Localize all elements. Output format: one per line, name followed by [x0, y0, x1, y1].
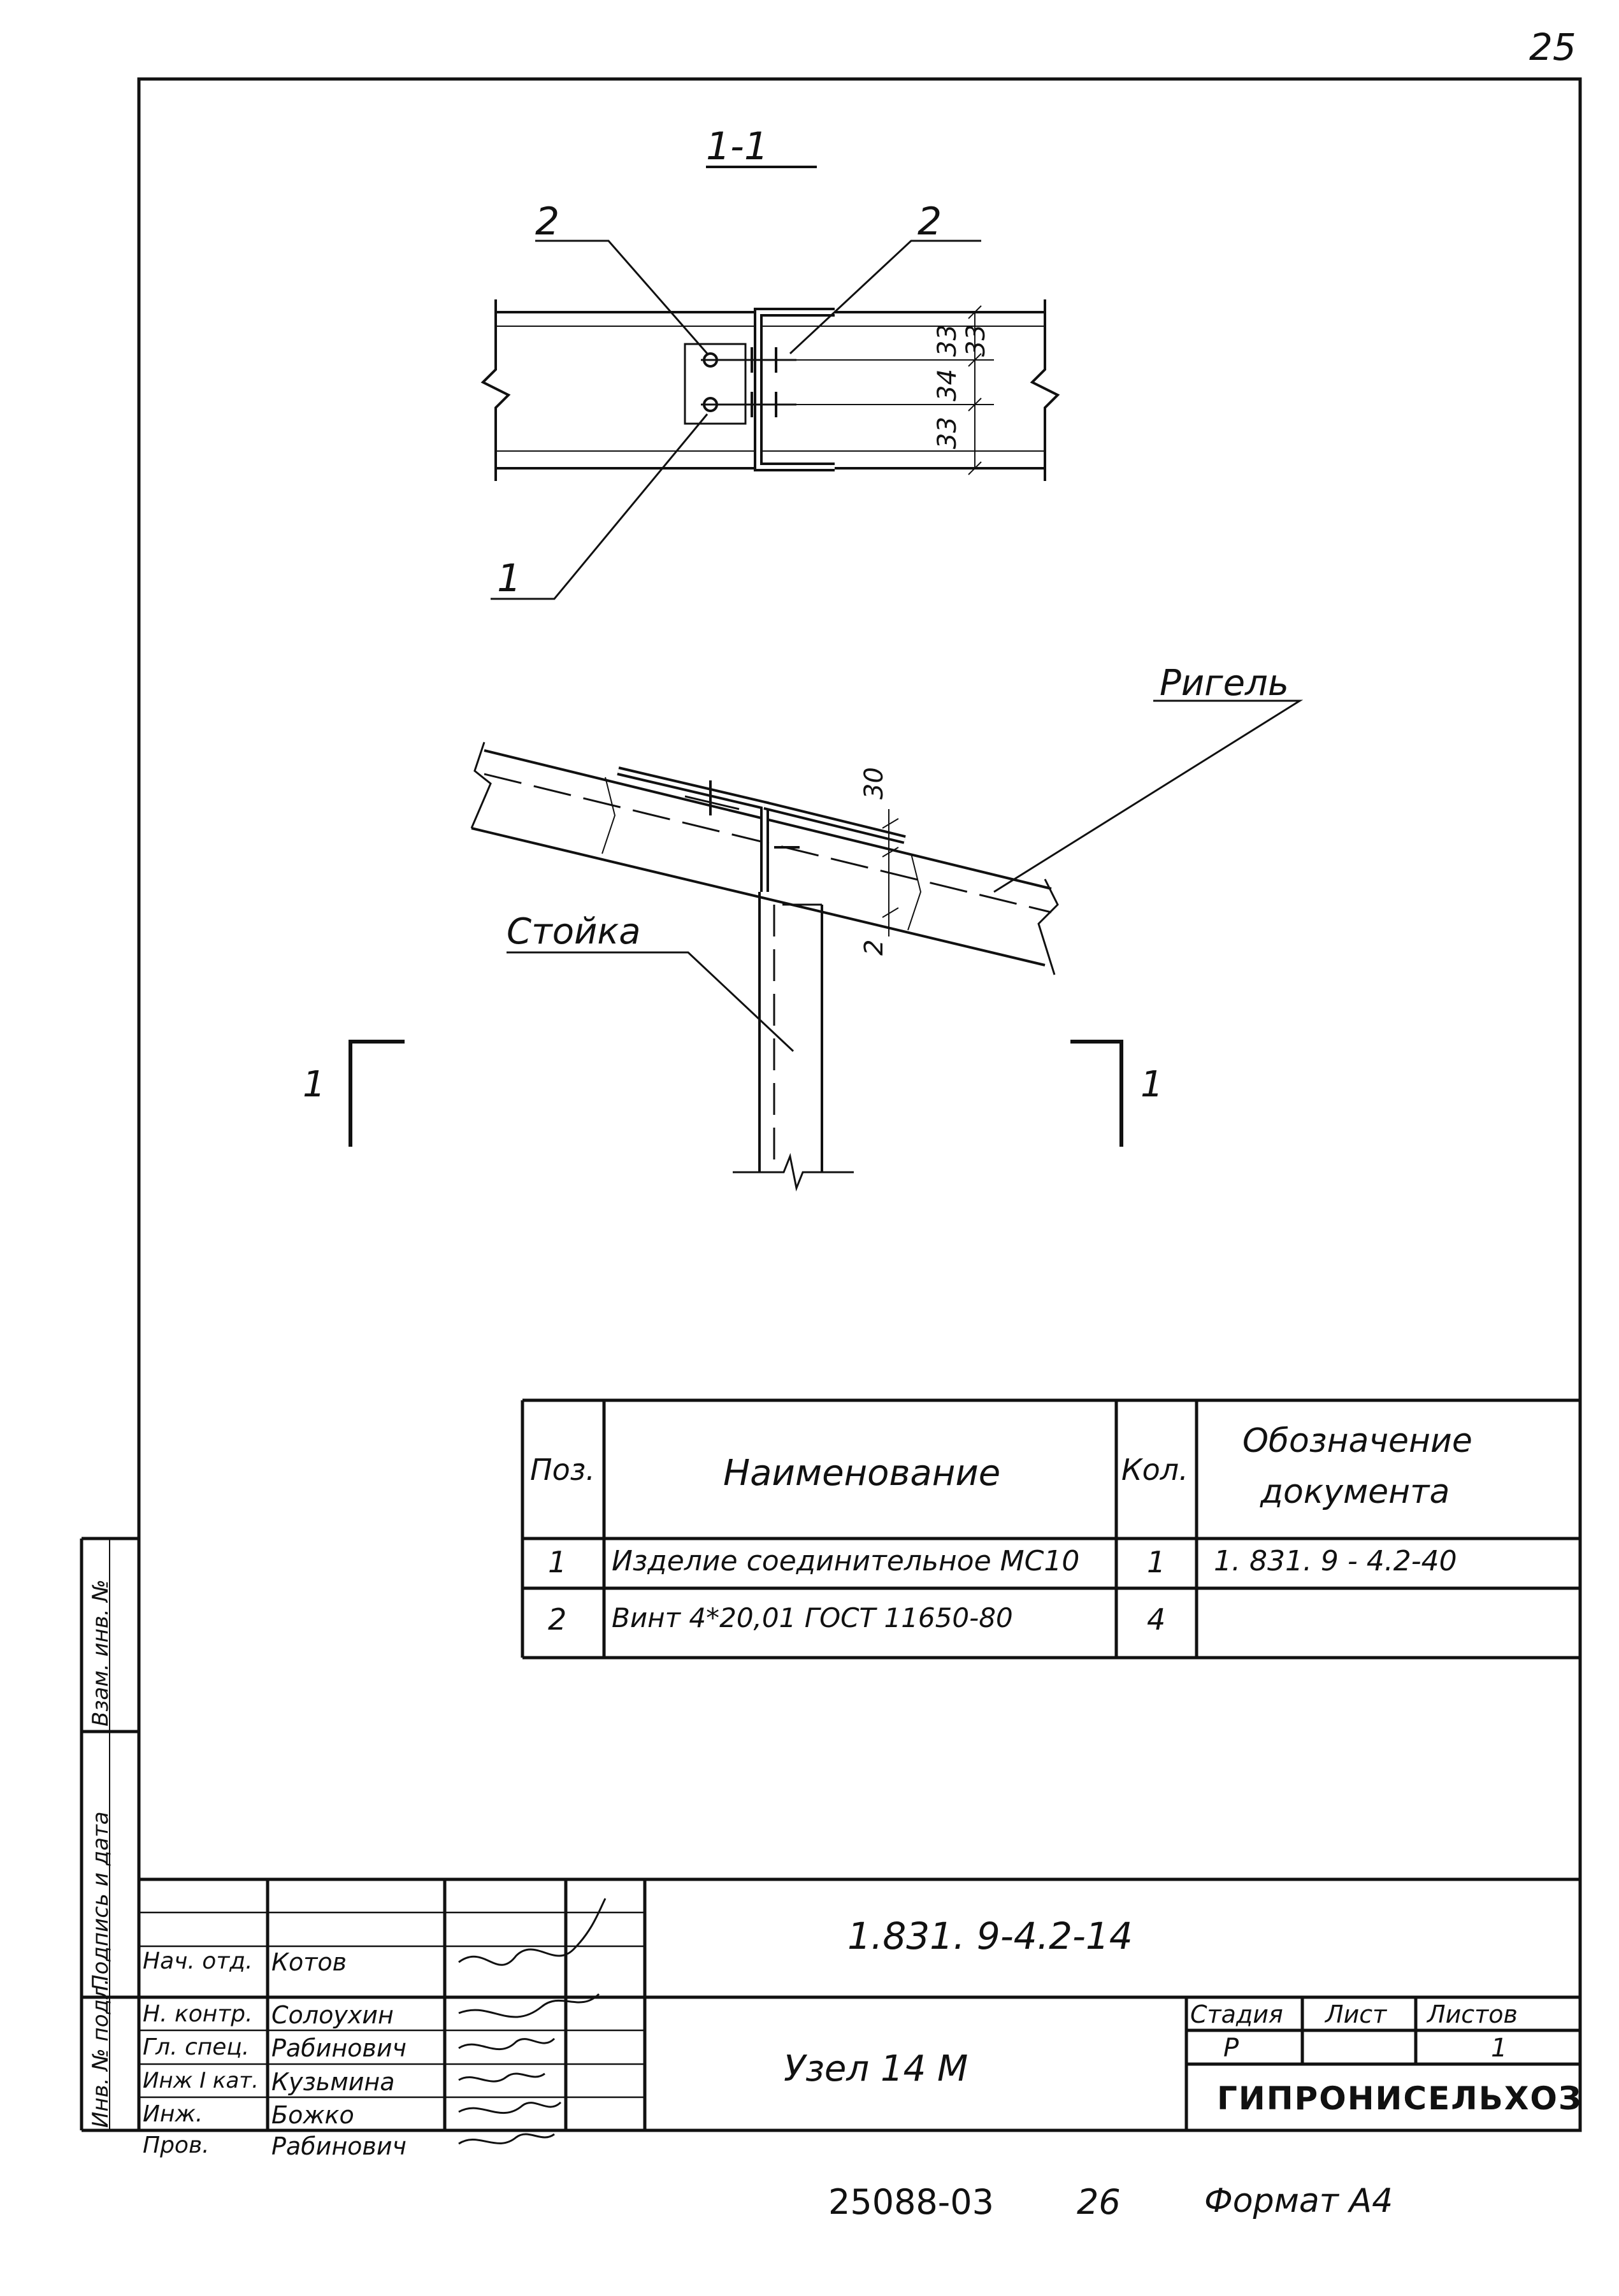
row1-qty: 1: [1147, 1545, 1166, 1579]
header-doc: Обозначение: [1242, 1422, 1472, 1460]
title-block-rows: [139, 1911, 645, 2099]
svg-text:1: 1: [497, 556, 521, 601]
row2-name: Винт 4*20,01 ГОСТ 11650-80: [612, 1602, 1013, 1633]
name-inzh1: Кузьмина: [271, 2068, 395, 2096]
section-mark-left: 1: [303, 1064, 326, 1105]
signature-scribbles: [458, 1898, 607, 2145]
svg-text:2: 2: [535, 199, 559, 244]
section-label: 1-1: [706, 124, 768, 169]
svg-text:33: 33: [961, 324, 991, 357]
header-qty: Кол.: [1121, 1453, 1188, 1487]
name-glspec: Рабинович: [271, 2034, 407, 2062]
svg-text:33: 33: [933, 324, 962, 357]
svg-text:2: 2: [917, 199, 942, 244]
drawing-frame: [137, 77, 1582, 2132]
node-dimension-texts: 30 2: [860, 767, 889, 956]
svg-text:34: 34: [933, 369, 962, 401]
name-nkontr: Солоухин: [271, 2001, 394, 2029]
rigel-label: Ригель: [1160, 663, 1289, 704]
role-inzh1: Инж I кат.: [143, 2068, 259, 2093]
page-number: 25: [1529, 25, 1576, 69]
stage-value: Р: [1223, 2034, 1239, 2063]
sheets-value: 1: [1491, 2034, 1507, 2063]
row1-name: Изделие соединительное МС10: [612, 1545, 1080, 1577]
header-pos: Поз.: [530, 1453, 595, 1487]
header-doc-2: документа: [1260, 1473, 1450, 1511]
organization: ГИПРОНИСЕЛЬХОЗ: [1217, 2080, 1583, 2117]
name-nach: Котов: [271, 1948, 347, 1976]
svg-text:33: 33: [933, 417, 962, 449]
header-name: Наименование: [723, 1453, 1001, 1494]
stoyka-label: Стойка: [507, 911, 641, 952]
name-inzh: Божко: [271, 2101, 354, 2129]
svg-text:30: 30: [860, 767, 889, 800]
sheets-header: Листов: [1427, 2000, 1518, 2028]
format-label: Формат А4: [1204, 2182, 1393, 2220]
drawing-title: Узел 14 М: [784, 2048, 968, 2090]
row1-doc: 1. 831. 9 - 4.2-40: [1214, 1545, 1457, 1577]
side-stamp-inv: Инв. № подл.: [88, 1978, 113, 2128]
section-mark-right: 1: [1140, 1064, 1163, 1105]
side-stamp-podpis: Подпись и дата: [88, 1811, 113, 1991]
footer-code: 25088-03: [828, 2182, 994, 2222]
document-designation: 1.831. 9-4.2-14: [847, 1914, 1133, 1958]
role-glspec: Гл. спец.: [143, 2034, 250, 2060]
role-nkontr: Н. контр.: [143, 2001, 253, 2027]
svg-text:2: 2: [860, 940, 889, 956]
section-dimension-texts: 1-1 2 2 1 33 34 33 33: [497, 124, 991, 601]
stage-header: Стадия: [1190, 2000, 1283, 2028]
sheet-header: Лист: [1325, 2000, 1387, 2028]
section-view: [480, 166, 1060, 600]
role-inzh: Инж.: [143, 2101, 203, 2127]
role-nach: Нач. отд.: [143, 1948, 253, 1974]
title-block-grid: [139, 1877, 1580, 2130]
name-prov: Рабинович: [271, 2132, 407, 2160]
node-view: [349, 700, 1304, 1192]
footer-num: 26: [1077, 2182, 1121, 2222]
side-stamp-vzam: Взам. инв. №: [88, 1579, 113, 1726]
role-prov: Пров.: [143, 2132, 210, 2158]
row1-pos: 1: [548, 1545, 567, 1579]
spec-table-grid: [521, 1398, 1580, 1660]
row2-qty: 4: [1147, 1602, 1166, 1637]
row2-pos: 2: [548, 1602, 567, 1637]
